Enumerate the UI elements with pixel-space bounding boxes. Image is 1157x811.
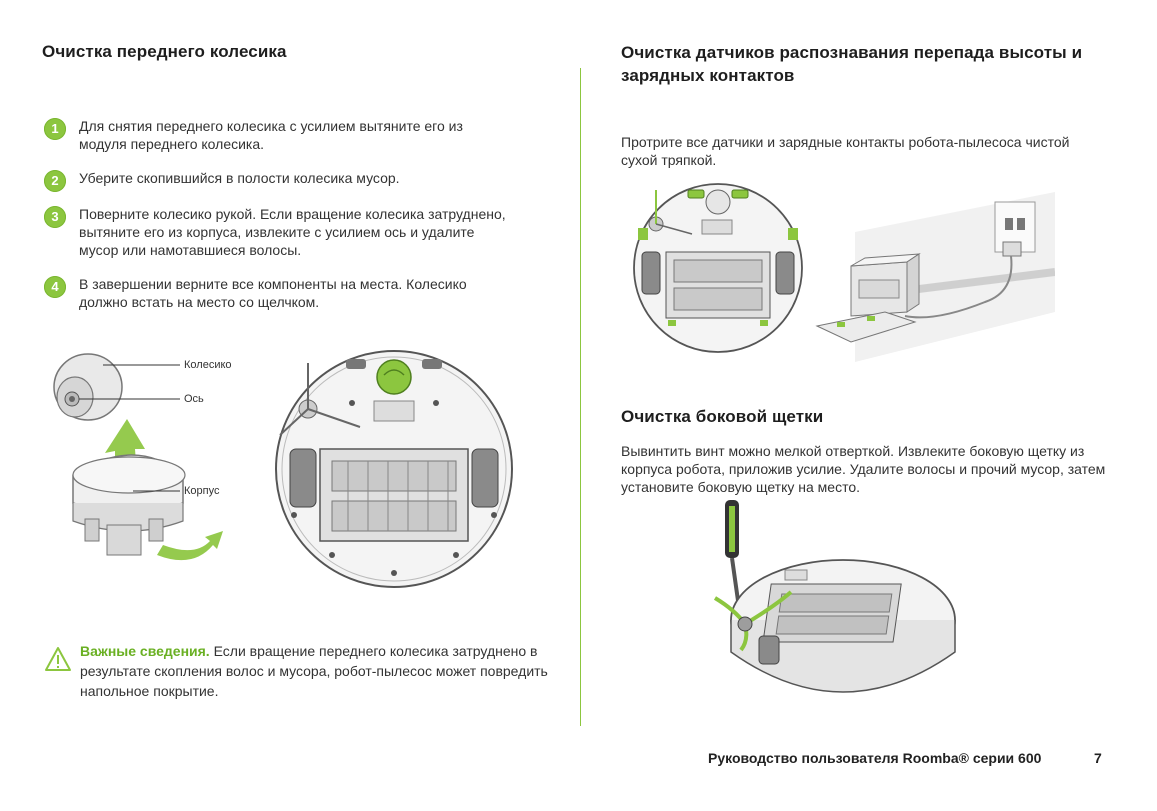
section-title-side-brush: Очистка боковой щетки: [621, 407, 824, 426]
column-divider: [580, 68, 581, 726]
step-number-2: 2: [44, 170, 66, 192]
step-text-2: Уберите скопившийся в полости колесика м…: [79, 170, 400, 186]
warning-triangle-icon: [45, 647, 71, 671]
section-title-front-wheel: Очистка переднего колесика: [42, 42, 287, 61]
robot-sensors-illustration: [633, 183, 803, 353]
robot-underside-illustration: [275, 350, 513, 588]
label-housing: Корпус: [184, 485, 220, 497]
step-text-3: Поверните колесико рукой. Если вращение …: [79, 206, 506, 258]
step-number-1: 1: [44, 118, 66, 140]
page-number: 7: [1094, 750, 1102, 766]
side-brush-illustration: [713, 500, 956, 693]
warning-title: Важные сведения.: [80, 643, 210, 659]
warning-text: Если вращение переднего колесика затрудн…: [80, 643, 548, 699]
section-title-cliff-sensors: Очистка датчиков распознавания перепада …: [621, 43, 1083, 85]
step-number-4: 4: [44, 276, 66, 298]
side-brush-text: Вывинтить винт можно мелкой отверткой. И…: [621, 443, 1106, 495]
label-axle: Ось: [184, 393, 204, 405]
footer-title: Руководство пользователя Roomba® серии 6…: [708, 750, 1042, 766]
step-text-4: В завершении верните все компоненты на м…: [79, 276, 467, 310]
cliff-sensors-text: Протрите все датчики и зарядные контакты…: [621, 134, 1070, 168]
front-wheel-illustration: [53, 353, 223, 561]
step-text-1: Для снятия переднего колесика с усилием …: [79, 118, 463, 152]
charging-dock-illustration: [815, 192, 1055, 362]
warning-note: Важные сведения. Если вращение переднего…: [80, 641, 550, 701]
step-number-3: 3: [44, 206, 66, 228]
label-wheel: Колесико: [184, 359, 232, 371]
